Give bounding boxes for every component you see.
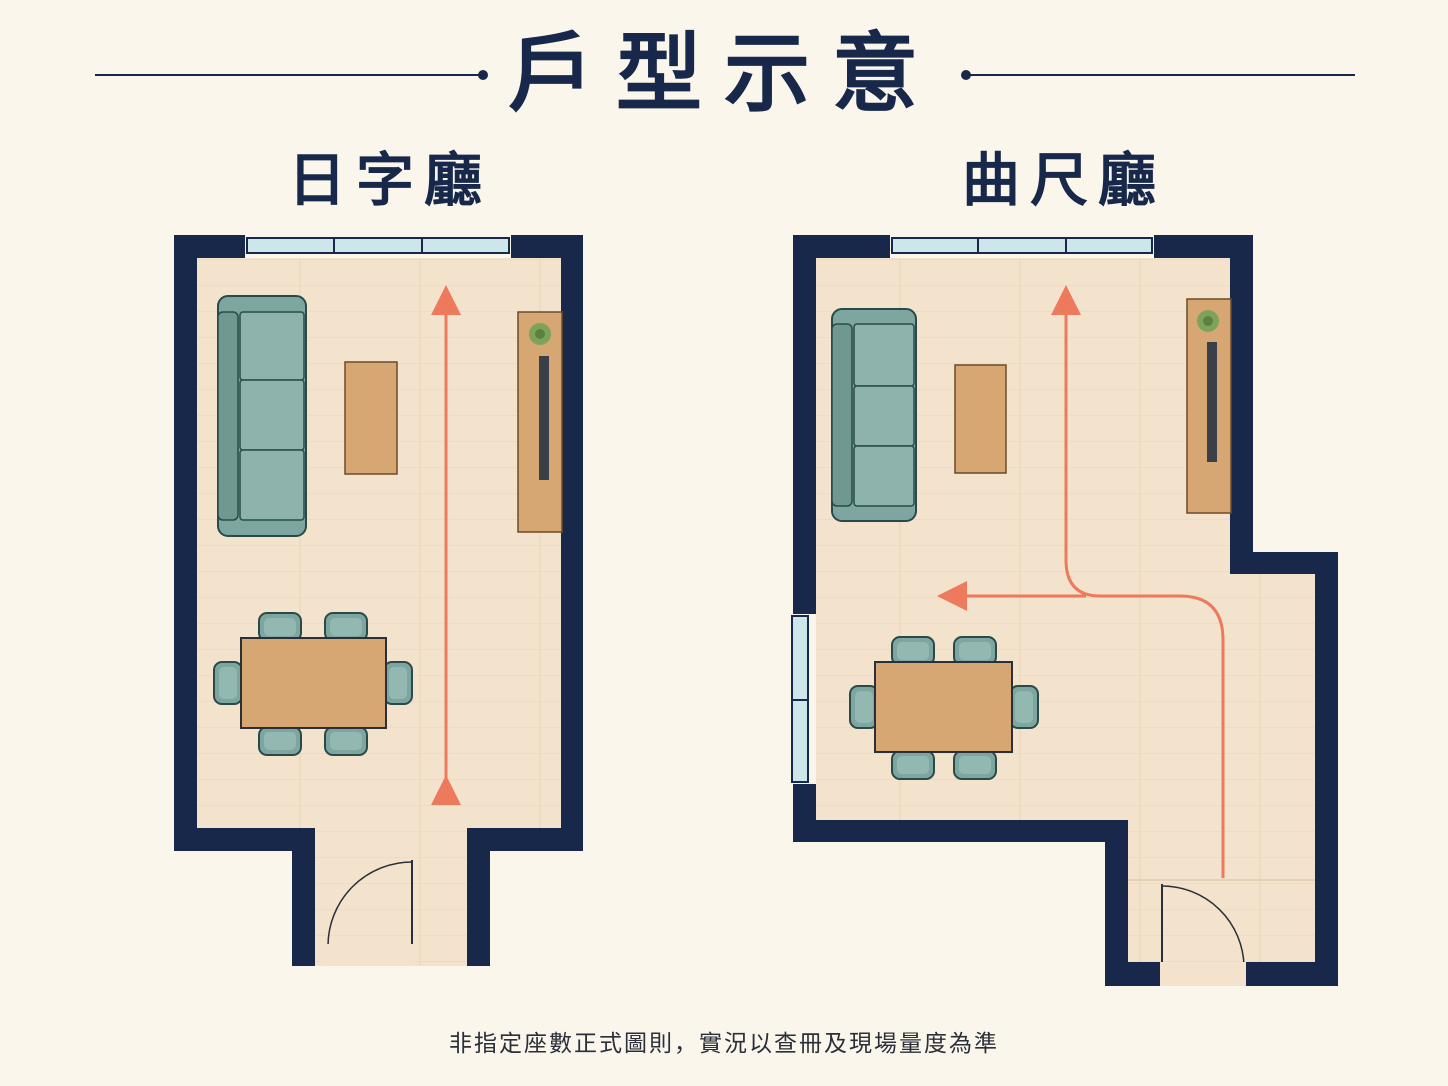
plan-title-right: 曲尺廳 <box>962 146 1167 214</box>
plan-right <box>790 233 1338 986</box>
plan-left-dining-set <box>213 612 413 756</box>
plan-right-door <box>1160 884 1246 986</box>
plan-right-sofa <box>831 308 917 522</box>
plan-right-coffee-table <box>954 364 1007 474</box>
plan-right-tv-cabinet <box>1186 298 1232 514</box>
plan-right-circulation-arrow-living <box>1051 285 1225 878</box>
plan-right-window-top <box>890 233 1154 258</box>
plan-left-coffee-table <box>344 361 398 475</box>
plan-right-window-side <box>790 614 816 784</box>
footnote: 非指定座數正式圖則，實況以查冊及現場量度為準 <box>449 1031 999 1057</box>
plan-left-tv-cabinet <box>517 311 563 533</box>
plan-right-dining-set <box>849 636 1039 780</box>
plan-left <box>174 233 583 966</box>
title-line-left <box>95 74 483 76</box>
plan-left-entry-floor <box>315 828 467 966</box>
title-line-right <box>965 74 1355 76</box>
plan-left-door <box>326 860 414 966</box>
plan-left-sofa <box>217 295 307 537</box>
plan-title-left: 日字廳 <box>288 146 493 214</box>
plan-left-window <box>245 233 511 258</box>
title-dot-left <box>478 70 488 80</box>
page-title: 戶型示意 <box>508 23 940 124</box>
